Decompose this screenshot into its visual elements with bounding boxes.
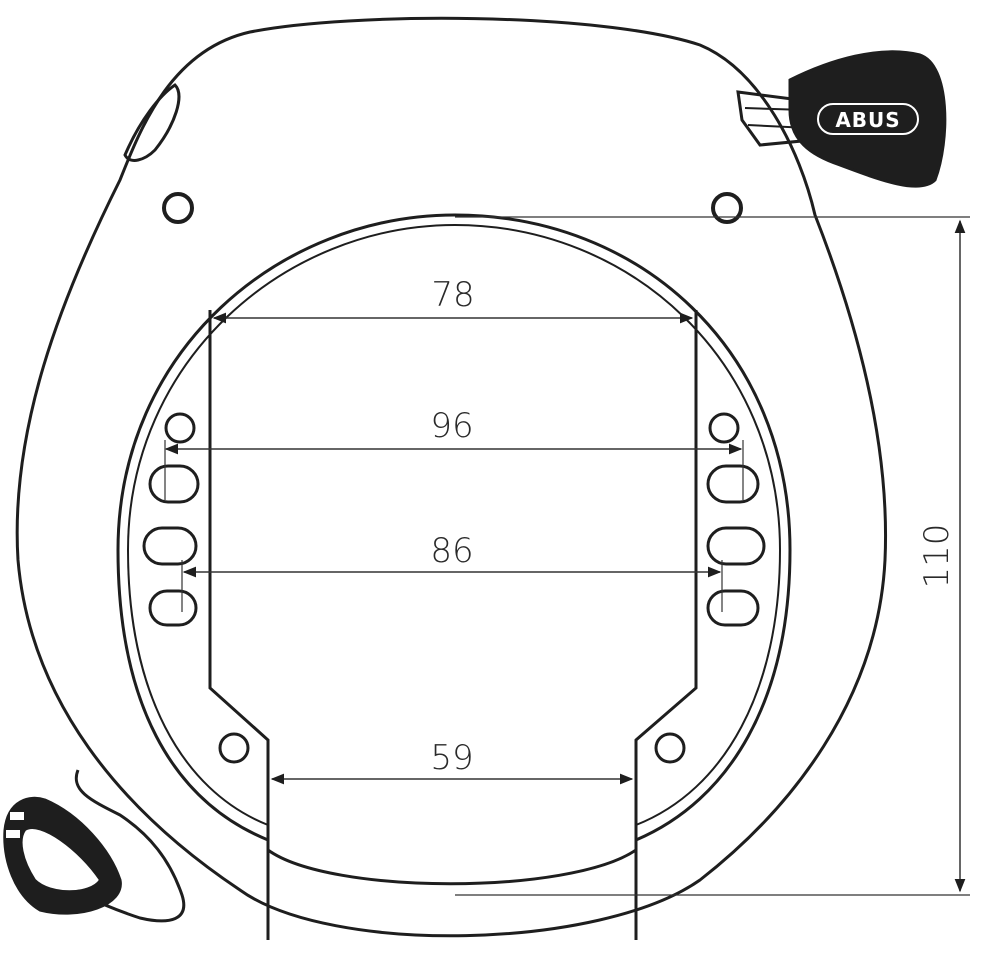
inner-ring-inner-edge xyxy=(126,223,782,826)
lock-body-outline xyxy=(15,16,888,938)
left-slot-1 xyxy=(148,464,200,504)
dim-label-96: 96 xyxy=(430,406,473,446)
inner-ring xyxy=(116,213,792,842)
left-slot-2 xyxy=(142,526,198,566)
top-slot xyxy=(123,83,181,162)
dim-label-78: 78 xyxy=(431,275,474,315)
top-left-hole xyxy=(162,192,194,224)
left-lower-hole xyxy=(218,732,250,764)
right-slot-3 xyxy=(706,589,760,627)
brand-label: ABUS xyxy=(835,108,900,132)
shackle-right xyxy=(634,310,698,940)
right-upper-hole xyxy=(708,412,740,444)
right-lower-hole xyxy=(654,732,686,764)
right-slot-1 xyxy=(706,464,760,504)
dim-label-110: 110 xyxy=(917,524,957,589)
shackle-left xyxy=(208,310,270,940)
left-upper-hole xyxy=(164,412,196,444)
dim-label-86: 86 xyxy=(430,531,473,571)
left-slot-3 xyxy=(148,589,198,627)
shackle-bottom-arc xyxy=(267,848,637,886)
top-right-hole xyxy=(711,192,743,224)
dim-label-59: 59 xyxy=(430,738,473,778)
lever-icon xyxy=(3,769,186,923)
key-icon: ABUS xyxy=(736,50,947,188)
right-slot-2 xyxy=(706,526,766,566)
